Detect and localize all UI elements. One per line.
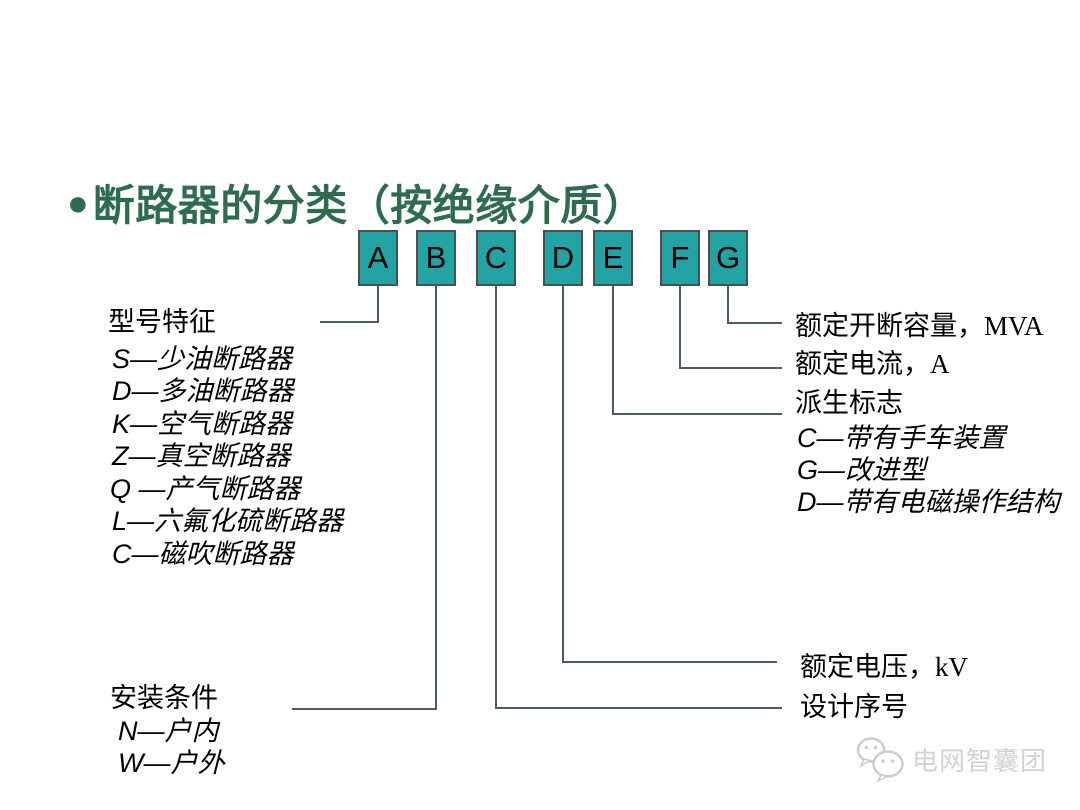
connector-f-vertical — [679, 285, 681, 369]
code-box-a: A — [358, 230, 398, 286]
type-item-key: Q — — [110, 474, 166, 504]
wechat-icon — [856, 736, 906, 783]
label-derived-mark: 派生标志 — [795, 388, 903, 418]
type-item-name: 少油断路器 — [157, 344, 293, 374]
derived-item-d: D—带有电磁操作结构 — [797, 488, 1060, 516]
code-box-c: C — [476, 230, 516, 286]
label-install-condition: 安装条件 — [110, 683, 218, 713]
type-item-key: L— — [112, 506, 155, 536]
connector-g-vertical — [727, 285, 729, 324]
install-item-key: W— — [118, 748, 171, 778]
label-rated-breaking-capacity: 额定开断容量，MVA — [795, 311, 1044, 341]
type-item-s: S—少油断路器 — [112, 345, 292, 373]
install-item-w: W—户外 — [118, 749, 224, 777]
derived-item-key: G— — [797, 455, 846, 485]
page-title: ● 断路器的分类（按绝缘介质） — [67, 172, 645, 233]
watermark: 电网智囊团 — [856, 736, 1048, 783]
install-item-name: 户内 — [164, 716, 219, 746]
derived-item-key: D— — [797, 487, 844, 517]
label-rated-current: 额定电流，A — [795, 349, 950, 379]
label-design-serial: 设计序号 — [800, 692, 908, 722]
label-model-feature: 型号特征 — [108, 307, 216, 337]
code-box-b: B — [416, 230, 456, 286]
type-item-key: C— — [112, 539, 159, 569]
type-item-l: L—六氟化硫断路器 — [112, 507, 343, 535]
derived-item-name: 改进型 — [845, 455, 927, 485]
type-item-name: 产气断路器 — [165, 474, 301, 504]
page-title-text: 断路器的分类（按绝缘介质） — [92, 182, 646, 229]
type-item-q: Q —产气断路器 — [110, 475, 301, 503]
derived-item-name: 带有手车装置 — [843, 423, 1006, 453]
connector-a-horizontal — [320, 321, 379, 323]
type-item-name: 多油断路器 — [158, 376, 294, 406]
type-item-z: Z—真空断路器 — [112, 442, 291, 470]
type-item-key: S— — [112, 344, 158, 374]
install-item-n: N—户内 — [118, 717, 219, 745]
watermark-text: 电网智囊团 — [912, 745, 1048, 776]
type-item-d: D—多油断路器 — [112, 377, 294, 405]
bullet-icon: ● — [67, 181, 89, 223]
type-item-key: K— — [112, 409, 158, 439]
type-item-k: K—空气断路器 — [112, 410, 292, 438]
install-item-name: 户外 — [170, 748, 225, 778]
connector-b-vertical — [435, 285, 437, 710]
type-item-name: 空气断路器 — [157, 409, 293, 439]
connector-c-horizontal — [495, 707, 782, 709]
derived-item-name: 带有电磁操作结构 — [843, 487, 1060, 517]
code-box-g: G — [708, 230, 748, 286]
connector-d-horizontal — [562, 661, 777, 663]
connector-b-horizontal — [292, 708, 437, 710]
type-item-name: 六氟化硫断路器 — [154, 506, 344, 536]
label-rated-voltage: 额定电压，kV — [800, 652, 968, 682]
type-item-name: 真空断路器 — [155, 441, 291, 471]
code-box-d: D — [543, 230, 583, 286]
install-item-key: N— — [118, 716, 165, 746]
connector-f-horizontal — [679, 367, 782, 369]
type-item-key: D— — [112, 376, 159, 406]
code-box-f: F — [660, 230, 700, 286]
connector-a-vertical — [377, 285, 379, 323]
type-item-c: C—磁吹断路器 — [112, 540, 294, 568]
derived-item-c: C—带有手车装置 — [797, 424, 1006, 452]
connector-c-vertical — [495, 285, 497, 709]
type-item-key: Z— — [112, 441, 156, 471]
connector-e-horizontal — [612, 413, 782, 415]
connector-e-vertical — [612, 285, 614, 415]
derived-item-g: G—改进型 — [797, 456, 926, 484]
code-box-e: E — [593, 230, 633, 286]
connector-g-horizontal — [727, 322, 782, 324]
derived-item-key: C— — [797, 423, 844, 453]
type-item-name: 磁吹断路器 — [158, 539, 294, 569]
connector-d-vertical — [562, 285, 564, 663]
